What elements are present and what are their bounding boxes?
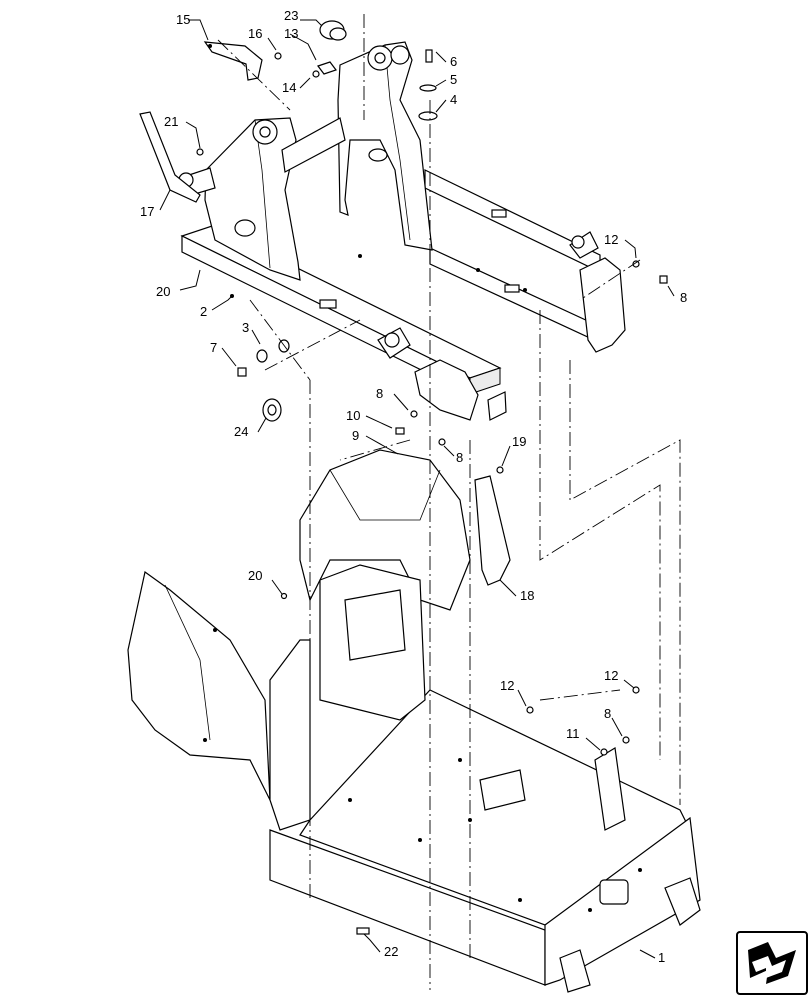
callout-22: 22: [384, 944, 398, 959]
callout-7: 7: [210, 340, 217, 355]
pin-21: [196, 148, 204, 156]
pin-19: [496, 466, 504, 474]
next-page-arrow-icon[interactable]: [736, 931, 808, 995]
washer-3: [256, 339, 290, 363]
bolt-6: [425, 49, 433, 63]
bushing-24: [262, 398, 282, 422]
bolt-16: [274, 52, 282, 60]
bushing-23: [319, 20, 347, 41]
assembly-centerlines: [217, 14, 681, 990]
bolt-14: [312, 70, 320, 78]
callout-labels: 15 16 23 13 14 6 5 4 21 17 20 2 12 8 3 7…: [140, 8, 687, 965]
pin-20-lower: [280, 592, 288, 600]
callout-8-mid2: 8: [456, 450, 463, 465]
callout-5: 5: [450, 72, 457, 87]
callout-6: 6: [450, 54, 457, 69]
callout-23: 23: [284, 8, 298, 23]
callout-4: 4: [450, 92, 457, 107]
callout-21: 21: [164, 114, 178, 129]
callout-14: 14: [282, 80, 296, 95]
callout-10: 10: [346, 408, 360, 423]
callout-18: 18: [520, 588, 534, 603]
left-fender: [127, 570, 271, 801]
bolt-7: [237, 367, 247, 377]
callout-17: 17: [140, 204, 154, 219]
bolt-11: [600, 748, 608, 756]
callout-1: 1: [658, 950, 665, 965]
clip-13: [317, 61, 337, 75]
callout-16: 16: [248, 26, 262, 41]
callout-12-top: 12: [604, 232, 618, 247]
callout-11: 11: [566, 726, 580, 741]
bolt-10: [395, 427, 405, 435]
callout-19: 19: [512, 434, 526, 449]
callout-8-mid: 8: [376, 386, 383, 401]
nut-8-mid: [410, 410, 418, 418]
callout-8-lower: 8: [604, 706, 611, 721]
bolt-8-top: [659, 275, 668, 284]
main-chassis: [269, 564, 701, 993]
washer-5: [419, 84, 437, 92]
callout-24: 24: [234, 424, 248, 439]
callout-15: 15: [176, 12, 190, 27]
loader-frame-assembly: [178, 41, 626, 421]
bolt-12-top: [632, 260, 640, 268]
bracket-15: [203, 41, 263, 81]
leader-lines: [159, 19, 675, 959]
callout-3: 3: [242, 320, 249, 335]
bolt-8-lower: [622, 736, 630, 744]
callout-8-top: 8: [680, 290, 687, 305]
nut-8-mid2: [438, 438, 446, 446]
callout-12-lower: 12: [500, 678, 514, 693]
bracket-18: [474, 475, 511, 586]
callout-12-right: 12: [604, 668, 618, 683]
callout-2: 2: [200, 304, 207, 319]
bolt-12-right: [632, 686, 640, 694]
washer-4: [418, 111, 438, 121]
callout-13: 13: [284, 26, 298, 41]
bolt-12-lower: [526, 706, 534, 714]
callout-20-lower: 20: [248, 568, 262, 583]
callout-20-top: 20: [156, 284, 170, 299]
callout-9: 9: [352, 428, 359, 443]
